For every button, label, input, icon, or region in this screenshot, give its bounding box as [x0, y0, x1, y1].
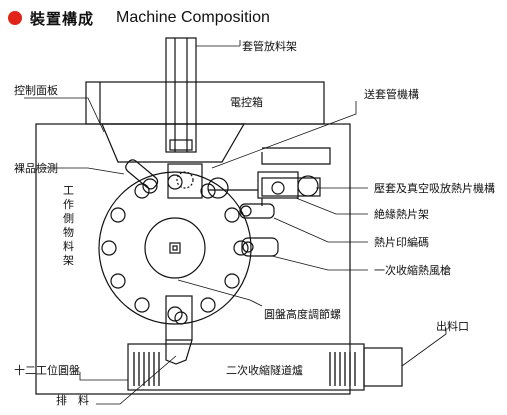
oven-slats [133, 352, 356, 386]
center-shaft [169, 242, 181, 254]
sleeve-feed-block [167, 163, 203, 199]
turntable-disc [98, 171, 252, 325]
label-bare-detect: 裸品檢測 [14, 161, 58, 175]
feed-roller [207, 177, 229, 199]
label-workpiece-rack: 工 作 側 物 料 架 [63, 184, 78, 267]
page-header: 裝置構成 Machine Composition [8, 6, 270, 30]
title-bullet-icon [8, 11, 22, 25]
label-tunnel: 二次收縮隧道爐 [226, 363, 303, 377]
label-sleeve-feed-mech: 送套管機構 [364, 87, 419, 101]
label-turntable: 十二工位圓盤 [14, 363, 80, 377]
label-heat-gun: 一次收縮熱風槍 [374, 263, 451, 277]
insulation-rack [239, 203, 275, 219]
height-adjust-block [165, 295, 193, 341]
label-hot-stamp: 熱片印編碼 [374, 235, 429, 249]
label-control-box: 電控箱 [230, 95, 263, 109]
control-panel [101, 123, 246, 163]
label-sleeve-feeder: 套管放料架 [242, 39, 297, 53]
control-box [85, 81, 325, 125]
discharge-chute [165, 339, 193, 365]
label-outlet: 出料口 [436, 319, 469, 333]
station-holes [101, 174, 249, 322]
title-chinese: 裝置構成 [30, 9, 95, 28]
label-control-panel: 控制面板 [14, 83, 58, 97]
sleeve-feeder [165, 37, 197, 153]
label-height-screw: 圓盤高度調節螺 [264, 307, 341, 321]
label-press-suction: 壓套及真空吸放熱片機構 [374, 181, 495, 195]
feed-hole [176, 171, 194, 189]
label-discharge: 排 料 [56, 393, 89, 407]
heat-gun [241, 237, 279, 257]
bare-detector [125, 159, 159, 194]
leader-lines [24, 40, 447, 405]
title-english: Machine Composition [116, 9, 270, 26]
label-insulation-rack: 絶緣熱片架 [374, 207, 429, 221]
turntable-hub [144, 217, 206, 279]
press-suction-mech [257, 147, 331, 206]
outlet [363, 347, 403, 387]
